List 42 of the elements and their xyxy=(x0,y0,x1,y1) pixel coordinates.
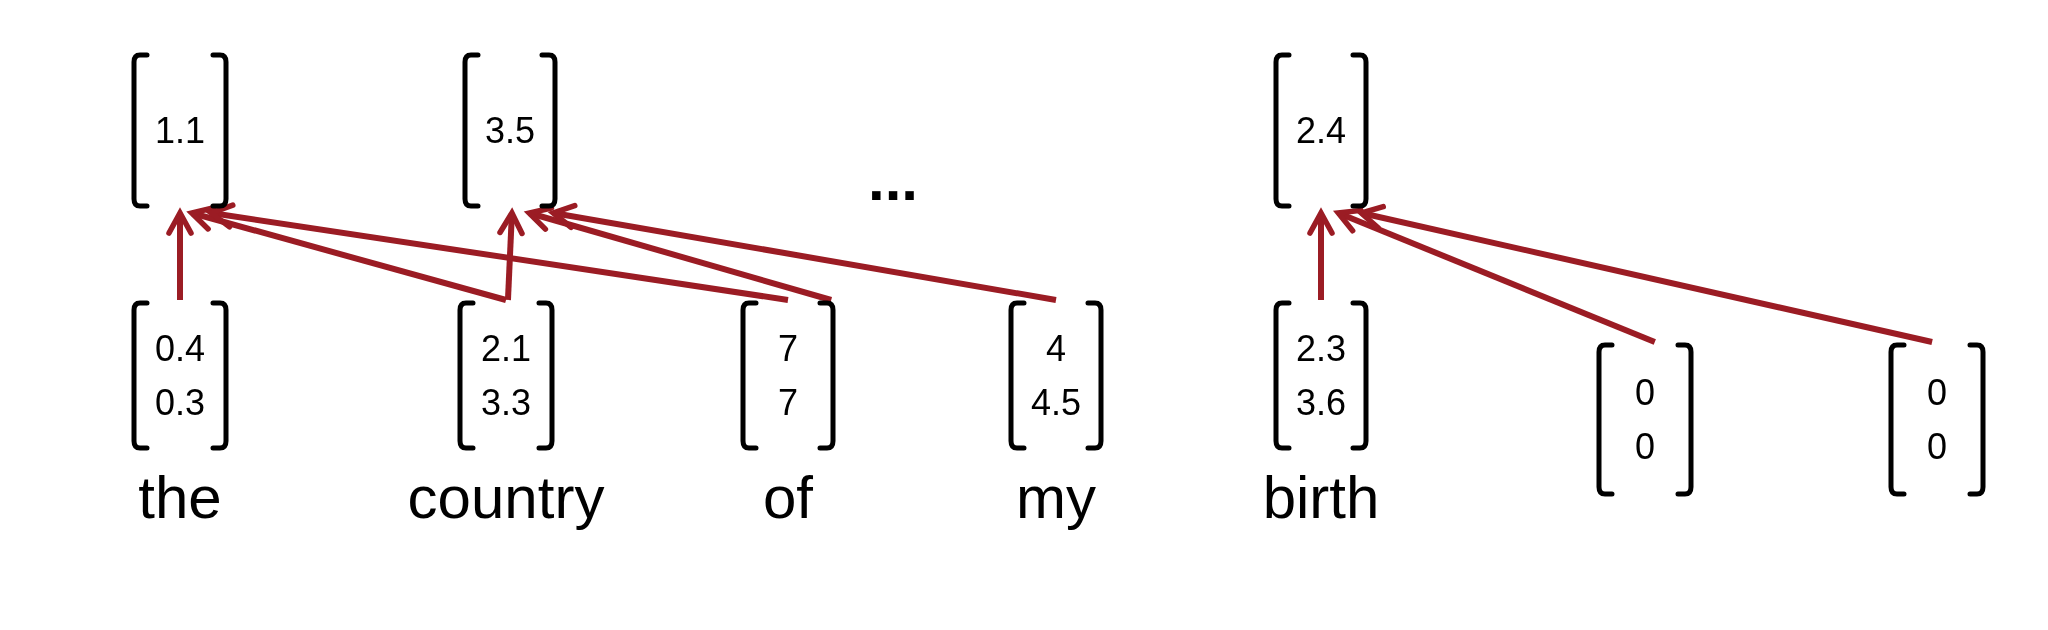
vector-entry: 3.6 xyxy=(1295,382,1346,423)
vector-entry: 0.3 xyxy=(154,382,205,423)
column-vector xyxy=(1273,52,1369,209)
arrow xyxy=(526,205,833,303)
vector-entry: 7 xyxy=(778,328,798,369)
column-vector xyxy=(131,300,229,451)
vector-entry: 0.4 xyxy=(154,328,205,369)
vector-entry: 3.5 xyxy=(484,110,535,151)
column-vector xyxy=(740,300,836,451)
column-vector xyxy=(131,52,229,209)
arrow xyxy=(1358,203,1933,345)
arrow xyxy=(166,210,194,300)
column-vector xyxy=(1596,342,1694,497)
vector-entry: 0 xyxy=(1635,426,1655,467)
column-vector xyxy=(1008,300,1104,451)
vector-entry: 4 xyxy=(1046,328,1066,369)
vector-entry: 7 xyxy=(778,382,798,423)
word-label: my xyxy=(1016,465,1096,531)
column-vector xyxy=(457,300,555,451)
vector-entry: 2.4 xyxy=(1295,110,1346,151)
vector-entry: 2.3 xyxy=(1295,328,1346,369)
vector-entry: 1.1 xyxy=(154,110,205,151)
vector-entry: 0 xyxy=(1927,426,1947,467)
word-label: country xyxy=(407,465,605,531)
vector-entry: 2.1 xyxy=(480,328,531,369)
column-vector xyxy=(462,52,558,209)
column-vector xyxy=(1888,342,1986,497)
arrow xyxy=(208,202,789,303)
vector-entry: 4.5 xyxy=(1030,382,1081,423)
arrow xyxy=(550,202,1057,303)
column-vector xyxy=(1273,300,1369,451)
arrow xyxy=(1335,207,1656,345)
word-label: the xyxy=(138,465,222,531)
ellipsis: ... xyxy=(868,150,918,210)
word-label: birth xyxy=(1262,465,1380,531)
arrow xyxy=(497,210,525,301)
vector-entry: 0 xyxy=(1927,372,1947,413)
vector-entry: 3.3 xyxy=(480,382,531,423)
arrow xyxy=(189,205,507,303)
word-label: of xyxy=(763,465,813,531)
arrow xyxy=(1307,210,1335,300)
vector-entry: 0 xyxy=(1635,372,1655,413)
